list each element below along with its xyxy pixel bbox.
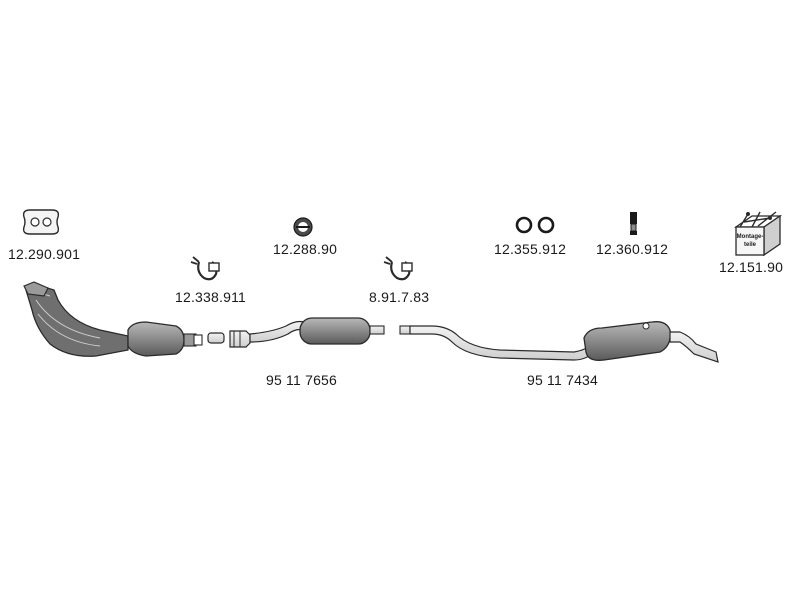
connector-sleeve xyxy=(207,332,225,344)
part-number-front-pipe-center-silencer: 95 11 7656 xyxy=(266,372,338,388)
rear-pipe-rear-silencer xyxy=(399,321,719,363)
part-number-rubber-rings: 12.355.912 xyxy=(494,241,567,257)
part-number-clamp-front: 12.338.911 xyxy=(175,289,247,305)
rubber-hanger-icon xyxy=(630,212,637,235)
rubber-ring-pair-icon xyxy=(515,216,555,234)
middle-pipe-center-silencer xyxy=(229,317,385,348)
pipe-clamp-icon-middle xyxy=(383,256,413,281)
part-number-rubber-hanger: 12.360.912 xyxy=(596,241,669,257)
part-number-ring-gasket: 12.288.90 xyxy=(273,241,338,257)
part-number-rear-pipe-rear-silencer: 95 11 7434 xyxy=(527,372,599,388)
mounting-kit-box-label-line2: teile xyxy=(744,242,757,248)
part-number-gasket-flange: 12.290.901 xyxy=(8,246,81,262)
flange-gasket-icon xyxy=(22,209,60,235)
mounting-kit-box-icon: Montage- teile xyxy=(733,211,783,257)
part-number-mounting-kit: 12.151.90 xyxy=(719,259,784,275)
mounting-kit-box-label-line1: Montage- xyxy=(737,234,764,240)
front-pipe-catalytic-converter xyxy=(23,281,203,357)
ring-gasket-icon xyxy=(293,217,313,237)
part-number-clamp-middle: 8.91.7.83 xyxy=(369,289,430,305)
pipe-clamp-icon-front xyxy=(190,256,220,281)
